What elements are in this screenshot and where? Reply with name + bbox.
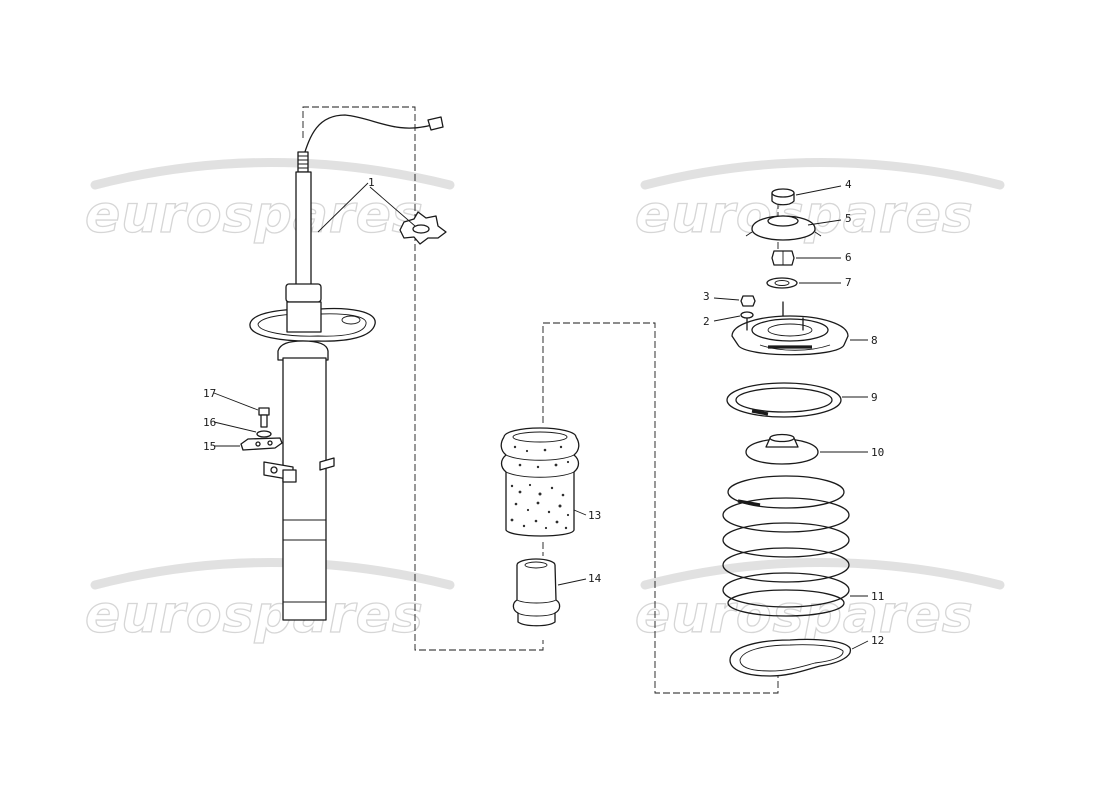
callout-9: 9 — [871, 391, 878, 404]
bump-stop — [512, 558, 561, 627]
watermarks: eurospares eurospares eurospares eurospa… — [84, 158, 1005, 646]
sensor-bracket-group — [240, 407, 283, 451]
watermark-text: eurospares — [85, 585, 424, 645]
callout-labels: 1 2 3 4 5 6 7 8 9 10 11 12 13 14 15 16 1… — [203, 176, 884, 647]
callout-7: 7 — [845, 276, 852, 289]
guide-line-strut — [302, 106, 544, 651]
strut-top-grommet — [399, 211, 447, 245]
callout-6: 6 — [845, 251, 852, 264]
part-3-nut — [740, 295, 756, 307]
part-10-cushion — [745, 438, 819, 465]
piston-rod — [295, 171, 312, 289]
callout-10: 10 — [871, 446, 884, 459]
callout-1: 1 — [368, 176, 375, 189]
callout-8: 8 — [871, 334, 878, 347]
grommet-star — [399, 211, 447, 245]
shock-absorber-strut — [249, 114, 444, 621]
tube-collar — [277, 340, 329, 361]
callout-2: 2 — [703, 315, 710, 328]
callout-14: 14 — [588, 572, 602, 585]
tube-bracket-right — [319, 457, 335, 471]
main-tube — [282, 357, 327, 621]
sensor-bracket-plate — [240, 437, 283, 451]
watermark-bottom-left: eurospares — [84, 558, 455, 646]
upper-tube — [286, 301, 322, 333]
assembly-guide-lines — [302, 106, 779, 694]
callout-11: 11 — [871, 590, 884, 603]
callout-16: 16 — [203, 416, 216, 429]
guide-line-spring — [542, 322, 779, 694]
callout-3: 3 — [703, 290, 710, 303]
watermark-top-left: eurospares — [84, 158, 455, 246]
callout-4: 4 — [845, 178, 852, 191]
callout-5: 5 — [845, 212, 852, 225]
cable-connector — [427, 116, 444, 131]
watermark-top-right: eurospares — [634, 158, 1005, 246]
boot-texture — [510, 445, 570, 530]
dust-boot — [500, 427, 580, 537]
part-9-insulator — [726, 382, 842, 418]
part-2-washer — [740, 311, 754, 319]
washer — [256, 430, 272, 438]
top-mount-stack — [722, 188, 852, 677]
bolt-head — [258, 407, 270, 416]
part-12-lower-insulator — [729, 638, 852, 677]
callout-15: 15 — [203, 440, 216, 453]
rod-thread — [297, 151, 309, 173]
rod-collar — [285, 283, 322, 303]
sensor-cable — [302, 114, 433, 159]
watermark-text: eurospares — [85, 185, 424, 245]
part-7-washer — [766, 277, 798, 289]
part-11-coil-spring — [722, 475, 850, 617]
callout-17: 17 — [203, 387, 216, 400]
callout-12: 12 — [871, 634, 884, 647]
leader-lines — [213, 182, 869, 650]
bolt-shank — [260, 414, 268, 428]
callout-13: 13 — [588, 509, 601, 522]
